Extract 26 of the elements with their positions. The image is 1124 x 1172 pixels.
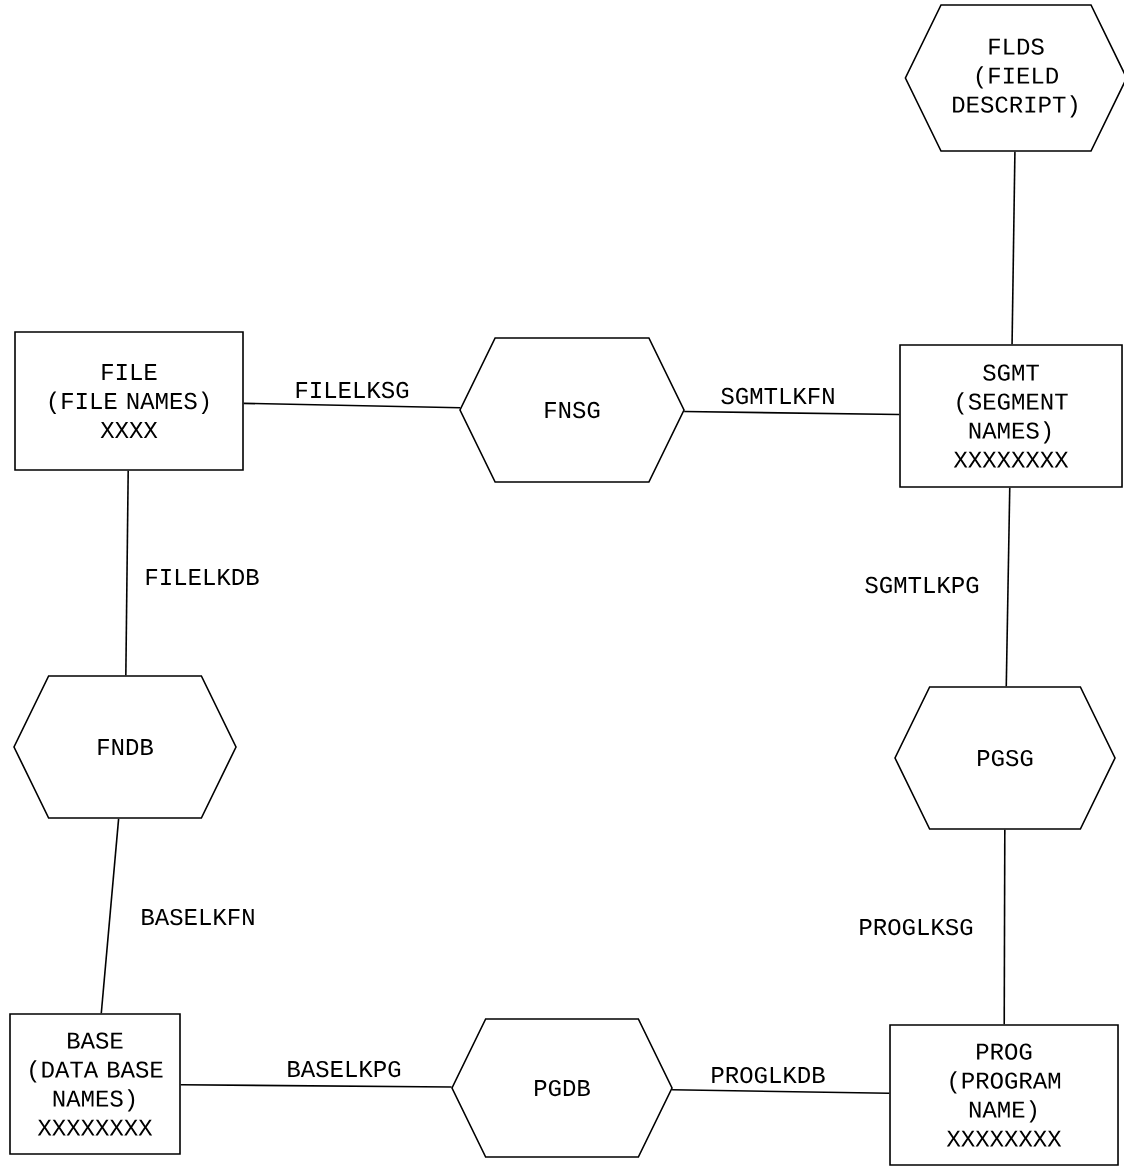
- hexagon-node: FNDB: [13, 675, 237, 819]
- edge-label: FILELKSG: [296, 381, 409, 399]
- connector-line: [1003, 829, 1006, 1025]
- connector-line: [243, 402, 462, 409]
- connector-line: [180, 1083, 453, 1088]
- edge-label: SGMTLKFN: [721, 387, 834, 405]
- process-box: SGMT (SEGMENT NAMES) XXXXXXXX: [899, 344, 1123, 488]
- edge-label: SGMTLKPG: [865, 576, 979, 594]
- hexagon-node: FNSG: [459, 337, 685, 483]
- process-box: FILE (FILE NAMES) XXXX: [14, 331, 244, 471]
- process-box: BASE (DATA BASE NAMES) XXXXXXXX: [9, 1013, 181, 1155]
- connector-line: [683, 410, 900, 416]
- process-box: PROG (PROGRAM NAME) XXXXXXXX: [889, 1024, 1119, 1166]
- edge-label: PROGLKSG: [860, 918, 973, 936]
- hexagon-node: FLDS (FIELD DESCRIPT): [904, 4, 1124, 152]
- edge-label: FILELKDB: [146, 569, 259, 585]
- connector-line: [1005, 487, 1011, 687]
- hexagon-node: PGSG: [894, 686, 1116, 830]
- connector-line: [100, 818, 120, 1014]
- edge-label: BASELKPG: [288, 1060, 401, 1078]
- connector-line: [1011, 151, 1016, 345]
- hexagon-node: PGDB: [451, 1018, 673, 1158]
- connector-line: [671, 1088, 890, 1094]
- edge-label: BASELKFN: [142, 908, 254, 926]
- connector-line: [125, 470, 129, 676]
- edge-label: PROGLKDB: [712, 1066, 825, 1084]
